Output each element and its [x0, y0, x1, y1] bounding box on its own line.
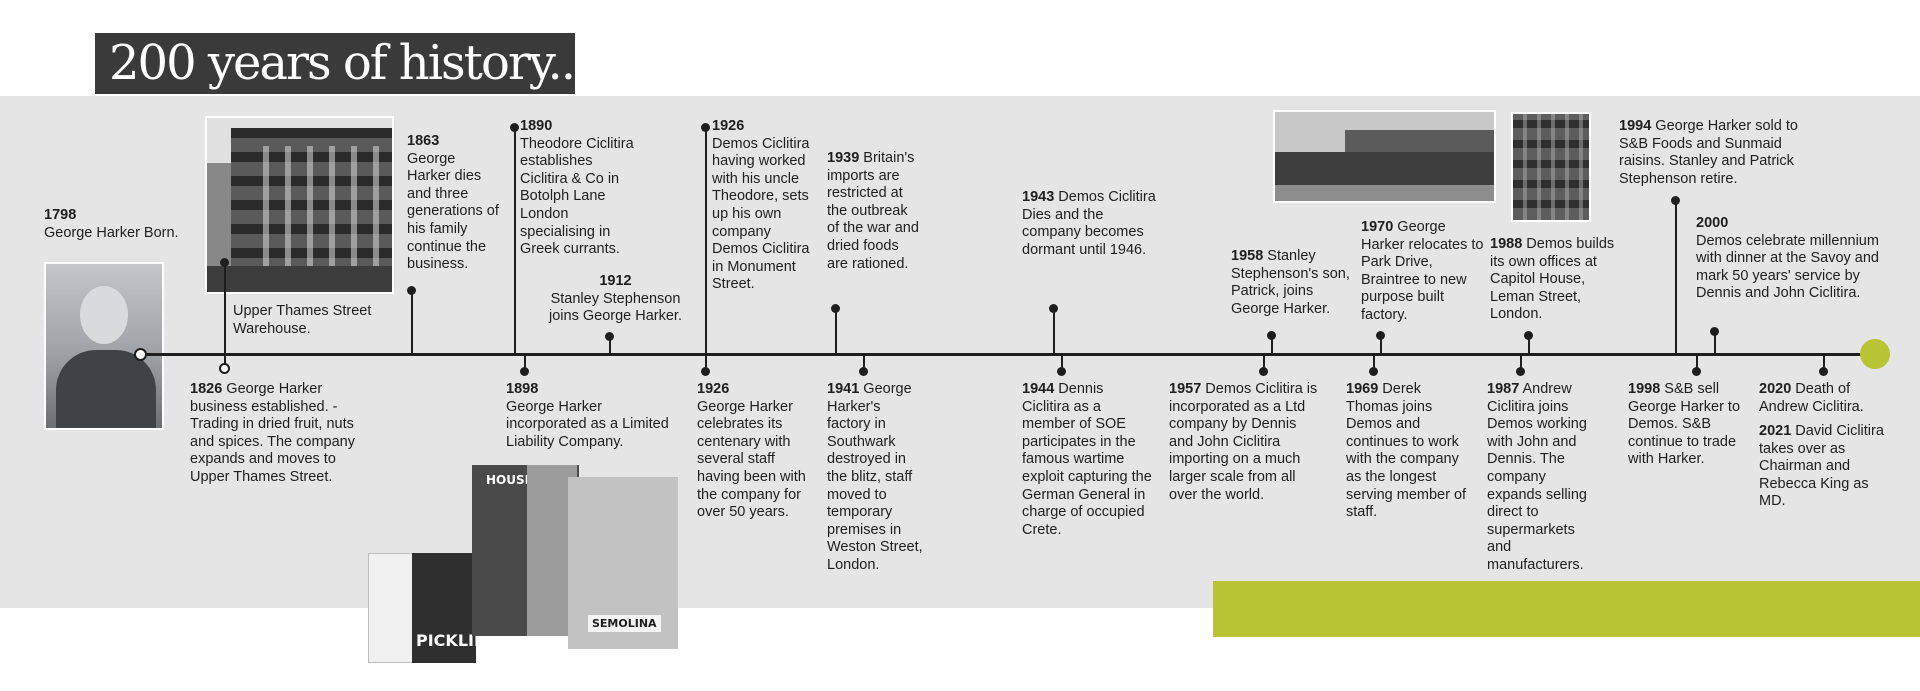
title-banner: 200 years of history...: [95, 33, 589, 94]
marker-stem: [1271, 335, 1273, 354]
marker-dot: [1671, 196, 1680, 205]
event-1970: 1970 George Harker relocates to Park Dri…: [1361, 219, 1484, 323]
timeline-start-marker: [134, 348, 147, 361]
marker-stem: [1053, 308, 1055, 354]
event-1998: 1998 S&B sell George Harker to Demos. S&…: [1628, 381, 1741, 468]
event-1987: 1987 Andrew Ciclitira joins Demos workin…: [1487, 381, 1587, 573]
marker-stem: [411, 290, 413, 354]
event-1941: 1941 George Harker's factory in Southwar…: [827, 381, 923, 573]
george-harker-portrait: [44, 262, 164, 430]
event-1969: 1969 Derek Thomas joins Demos and contin…: [1346, 381, 1467, 521]
marker-stem: [1263, 354, 1265, 372]
timeline-end-marker: [1860, 339, 1890, 369]
marker-stem: [514, 127, 516, 354]
packet-pickling-spice: PICKLING SPICE: [412, 553, 476, 663]
marker-dot: [220, 258, 229, 267]
marker-dot: [407, 286, 416, 295]
marker-dot: [859, 367, 868, 376]
accent-bar: [1213, 581, 1920, 637]
event-2020: 2020 Death of Andrew Ciclitira.: [1759, 381, 1864, 415]
marker-dot: [701, 367, 710, 376]
marker-dot: [1516, 367, 1525, 376]
marker-stem: [1520, 354, 1522, 372]
marker-stem: [1823, 354, 1825, 372]
marker-stem: [524, 354, 526, 372]
marker-dot: [701, 123, 710, 132]
marker-stem: [1380, 335, 1382, 354]
pickling-spice-label: PICKLING SPICE: [416, 631, 476, 650]
marker-dot: [1710, 327, 1719, 336]
packet-semolina: SEMOLINA: [568, 477, 678, 649]
marker-stem: [1696, 354, 1698, 372]
marker-dot: [1369, 367, 1378, 376]
marker-stem: [705, 127, 707, 372]
marker-dot: [1524, 331, 1533, 340]
marker-dot: [510, 123, 519, 132]
marker-stem: [835, 308, 837, 354]
office-building-photo: [1511, 112, 1591, 222]
semolina-label: SEMOLINA: [588, 615, 661, 632]
marker-stem: [863, 354, 865, 372]
page-title: 200 years of history...: [109, 35, 589, 91]
marker-dot: [605, 332, 614, 341]
marker-dot: [831, 304, 840, 313]
marker-stem: [224, 262, 226, 365]
event-1939: 1939 Britain's imports are restricted at…: [827, 150, 919, 272]
event-1826: 1826 George Harker business established.…: [190, 381, 355, 485]
marker-dot: [1267, 331, 1276, 340]
timeline-axis: [140, 353, 1875, 356]
marker-stem: [609, 336, 611, 354]
marker-dot: [1692, 367, 1701, 376]
marker-stem: [1714, 331, 1716, 354]
factory-photo: [1273, 110, 1496, 203]
warehouse-photo: [205, 116, 394, 294]
marker-dot: [1049, 304, 1058, 313]
event-1957: 1957 Demos Ciclitira is incorporated as …: [1169, 381, 1318, 503]
event-2021: 2021 David Ciclitira takes over as Chair…: [1759, 423, 1884, 510]
marker-stem: [1061, 354, 1063, 372]
event-1958: 1958 Stanley Stephenson's son, Patrick, …: [1231, 248, 1350, 317]
marker-dot: [1259, 367, 1268, 376]
event-warehouse: Upper Thames Street Warehouse.: [233, 303, 372, 337]
marker-dot: [1057, 367, 1066, 376]
event-1994: 1994 George Harker sold to S&B Foods and…: [1619, 118, 1798, 187]
marker-dot: [520, 367, 529, 376]
marker-stem: [1675, 200, 1677, 354]
marker-stem: [1373, 354, 1375, 372]
event-1943: 1943 Demos Ciclitira Dies and the compan…: [1022, 189, 1156, 258]
event-1988: 1988 Demos builds its own offices at Cap…: [1490, 236, 1615, 323]
marker-dot: [1819, 367, 1828, 376]
marker-stem: [1528, 335, 1530, 354]
event-1944: 1944 Dennis Ciclitira as a member of SOE…: [1022, 381, 1152, 538]
marker-dot: [1376, 331, 1385, 340]
marker-dot: [219, 363, 230, 374]
